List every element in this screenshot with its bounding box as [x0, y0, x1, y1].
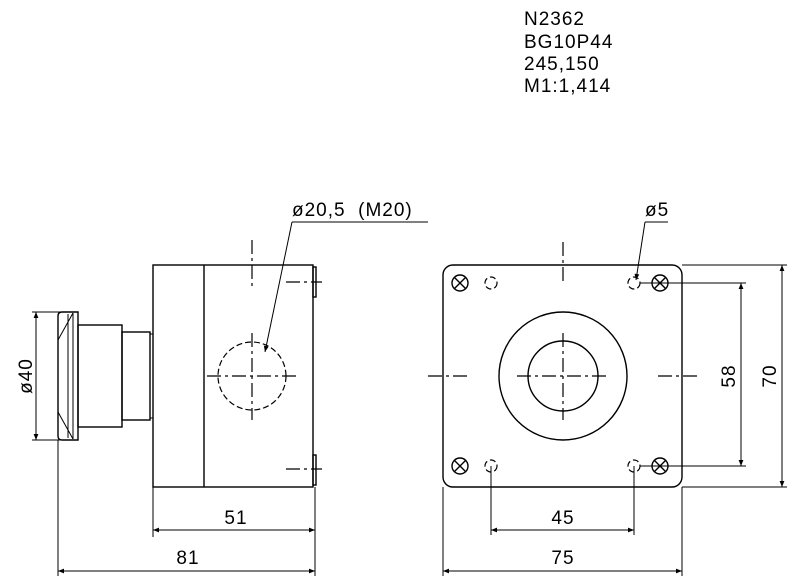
- width-label: 75: [551, 548, 574, 569]
- scale-label: M1:1,414: [524, 76, 611, 97]
- screw-icon: [451, 457, 469, 475]
- front-view: ø5 58 70 45 75: [428, 200, 787, 576]
- size-code: 245,150: [524, 54, 600, 75]
- mount-hole: [484, 276, 498, 290]
- title-block: N2362 BG10P44 245,150 M1:1,414: [524, 9, 613, 97]
- mount-hole-label: ø5: [645, 200, 669, 221]
- button-body: [77, 324, 123, 428]
- hole-label: ø20,5 (M20): [292, 200, 413, 221]
- side-view: ø20,5 (M20) ø40 51 81: [16, 200, 428, 576]
- cap-chamfer: [57, 312, 74, 341]
- screw-icon: [451, 274, 469, 292]
- leader-arrow: [263, 221, 293, 353]
- button-diameter-label: ø40: [16, 358, 37, 394]
- mount-hole: [627, 276, 641, 290]
- button-collar: [498, 311, 628, 441]
- hole-spacing-vertical-label: 58: [719, 364, 740, 387]
- leader-arrow: [634, 221, 646, 281]
- drawing-number: N2362: [524, 9, 585, 30]
- hole-spacing-horizontal-label: 45: [551, 508, 574, 529]
- button-neck: [121, 331, 151, 421]
- part-code: BG10P44: [524, 32, 613, 53]
- tab-bottom: [312, 454, 317, 486]
- box-depth-label: 51: [224, 508, 247, 529]
- enclosure-face: [442, 264, 683, 488]
- total-depth-label: 81: [176, 548, 199, 569]
- button-flange: [149, 333, 154, 419]
- cap-chamfer: [57, 411, 74, 440]
- height-label: 70: [760, 364, 781, 387]
